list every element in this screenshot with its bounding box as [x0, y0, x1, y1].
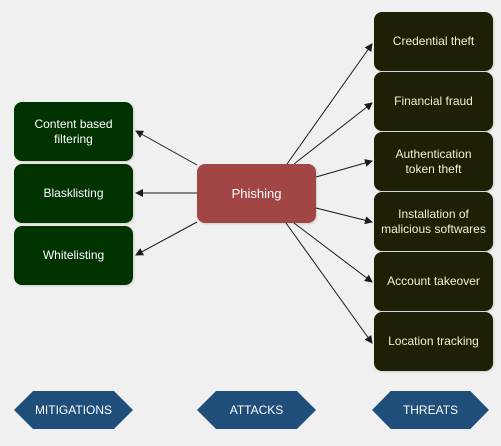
- mitigation-content-filtering: Content based filtering: [14, 102, 133, 161]
- arrow-to-credential-theft: [286, 43, 373, 165]
- threat-location-tracking: Location tracking: [374, 312, 493, 371]
- threat-account-takeover: Account takeover: [374, 252, 493, 311]
- mitigation-whitelisting: Whitelisting: [14, 226, 133, 285]
- threat-credential-theft: Credential theft: [374, 12, 493, 71]
- threat-token-theft: Authentication token theft: [374, 132, 493, 191]
- arrow-to-whitelisting: [135, 221, 198, 256]
- arrow-to-content-filtering: [135, 130, 198, 166]
- arrow-to-financial-fraud: [293, 102, 373, 165]
- arrow-to-account-takeover: [293, 222, 373, 283]
- threat-financial-fraud: Financial fraud: [374, 72, 493, 131]
- legend-attacks: ATTACKS: [197, 391, 316, 429]
- arrow-to-token-theft: [315, 159, 373, 178]
- threat-malware-installation: Installation of malicious softwares: [374, 192, 493, 251]
- mitigation-blacklisting: Blasklisting: [14, 164, 133, 223]
- legend-threats: THREATS: [372, 391, 489, 429]
- attack-phishing: Phishing: [197, 164, 316, 223]
- arrow-to-malware: [315, 207, 373, 225]
- legend-mitigations: MITIGATIONS: [14, 391, 133, 429]
- arrow-to-location-tracking: [285, 222, 373, 344]
